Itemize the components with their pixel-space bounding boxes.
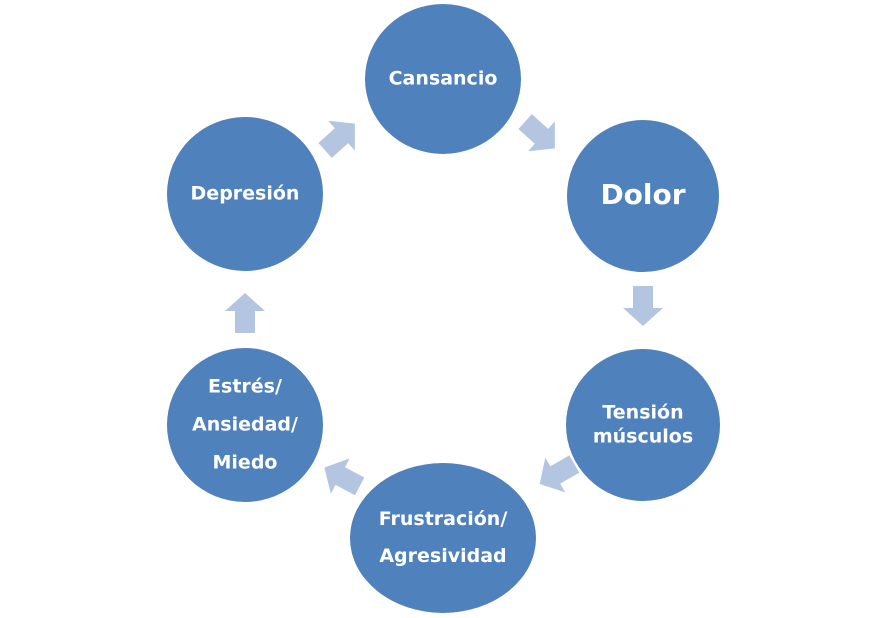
arrow-cansancio-to-dolor: [518, 114, 555, 152]
node-cansancio-circle: [365, 4, 521, 154]
node-frustracion-circle: [350, 463, 536, 613]
arrows: [225, 114, 663, 496]
node-estres: Estrés/Ansiedad/Miedo: [167, 348, 323, 502]
node-depresion: Depresión: [167, 117, 323, 271]
node-frustracion: Frustración/Agresividad: [350, 463, 536, 613]
arrow-tension-to-frustracion: [539, 455, 580, 493]
node-tension-circle: [566, 349, 720, 501]
node-frustracion-label-line: Frustración/: [379, 508, 508, 530]
node-estres-circle: [167, 348, 323, 502]
node-depresion-label-line: Depresión: [191, 183, 300, 205]
node-dolor-circle: [567, 120, 719, 272]
node-dolor-label-line: Dolor: [600, 178, 685, 211]
node-frustracion-label-line: Agresividad: [379, 545, 506, 567]
node-estres-label-line: Ansiedad/: [192, 414, 298, 436]
node-estres-label-line: Estrés/: [208, 376, 282, 398]
node-dolor: Dolor: [567, 120, 719, 272]
arrow-frustracion-to-estres: [324, 458, 365, 496]
node-tension-label-line: músculos: [593, 426, 693, 448]
node-cansancio: Cansancio: [365, 4, 521, 154]
node-cansancio-label-line: Cansancio: [389, 68, 498, 90]
node-depresion-circle: [167, 117, 323, 271]
nodes: CansancioDolorTensiónmúsculosFrustración…: [167, 4, 720, 613]
node-estres-label-line: Miedo: [213, 452, 278, 474]
arrow-dolor-to-tension: [623, 286, 663, 326]
arrow-estres-to-depresion: [225, 293, 265, 333]
arrow-depresion-to-cansancio: [318, 120, 355, 158]
node-tension-label-line: Tensión: [602, 402, 683, 424]
